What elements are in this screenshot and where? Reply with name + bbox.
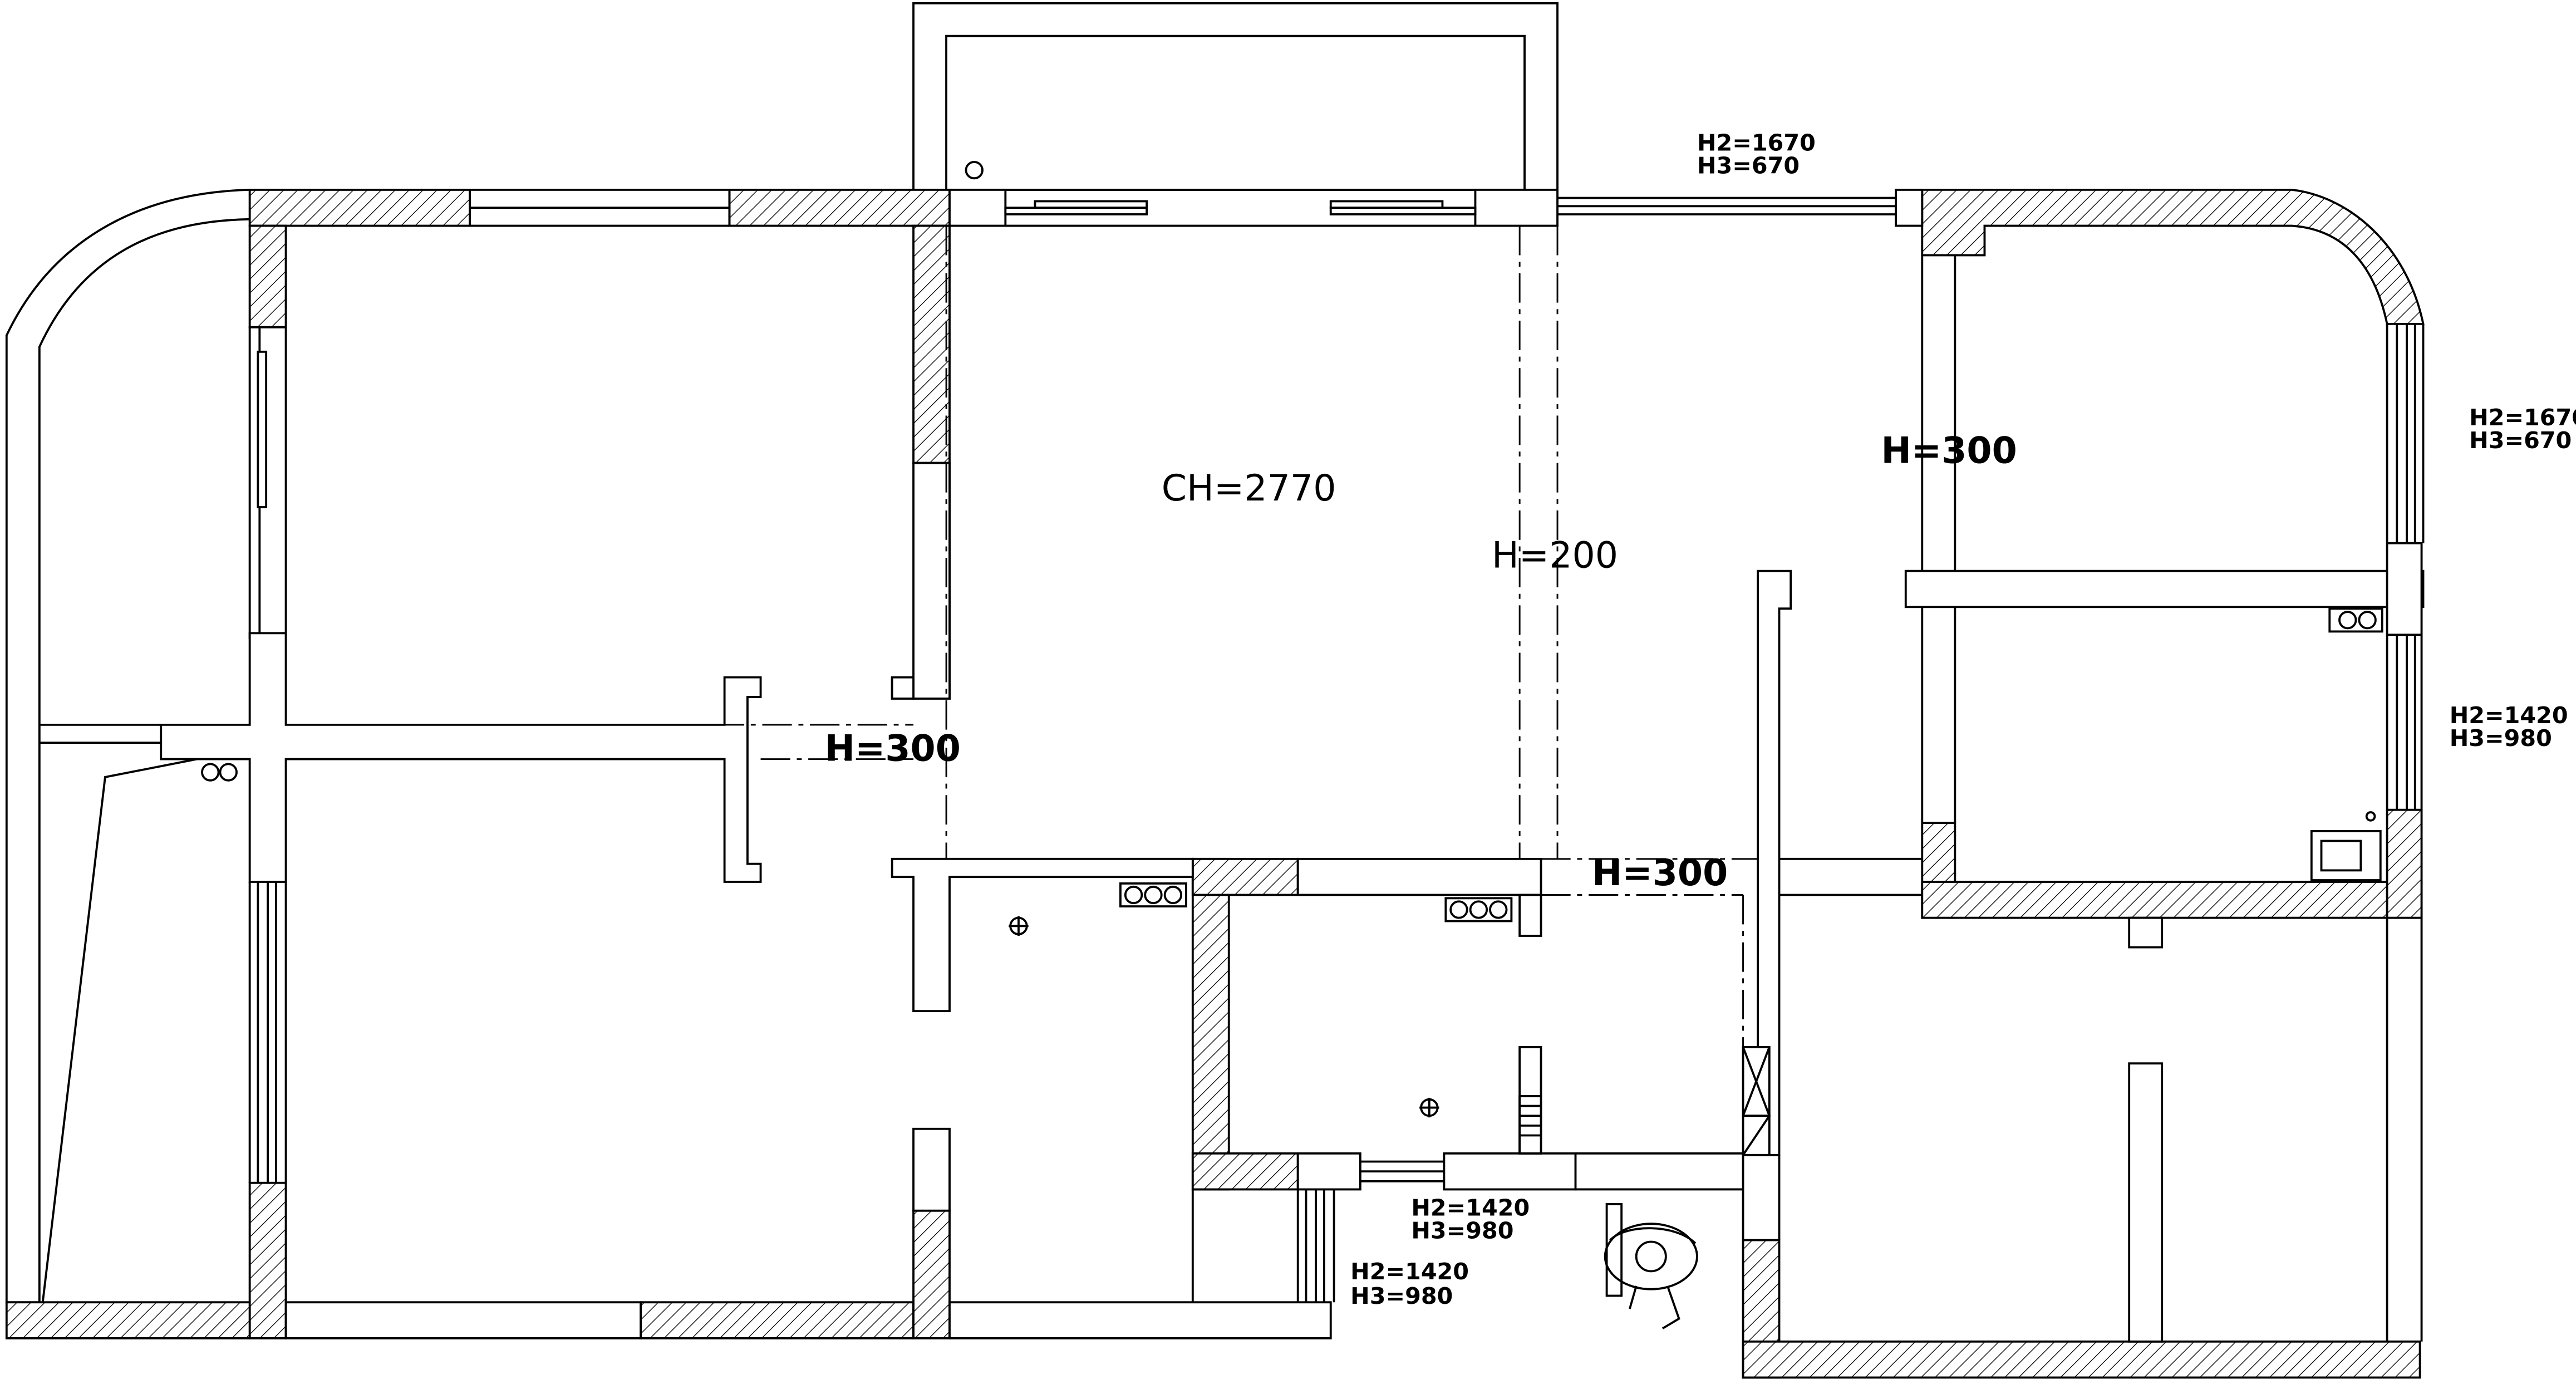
stair-step-icon [1520,1105,1541,1137]
beam-height-label-kitchen: H=300 [1592,852,1728,894]
partition-walls [160,188,2425,1343]
floor-drain-icon [1419,1097,1439,1118]
window-spec-right-upper-h3: H3=670 [2469,427,2572,454]
window-spec-bottom-h2: H2=1420 [1350,1258,1469,1285]
drain-pair-right [2328,607,2383,633]
labels: CH=2770 H=200 H=300 H=300 H=300 H2=1670 … [825,129,2576,1309]
drain-icon [201,763,220,782]
floor-drain-icon [1009,916,1029,936]
window-spec-kitchen-h3: H3=980 [1411,1218,1513,1244]
beam-height-label-upper-right: H=300 [1881,430,2017,472]
sink-icon [2310,811,2382,881]
top-balcony [912,2,1559,191]
window-spec-top-h2: H2=1670 [1697,129,1816,156]
window-spec-bottom-h3: H3=980 [1350,1283,1453,1309]
beam-height-label-center: H=200 [1492,535,1618,577]
drain-icon [219,763,238,782]
window-spec-top-h3: H3=670 [1697,153,1800,179]
beam-height-label-left: H=300 [825,728,961,770]
window-spec-right-lower-h3: H3=980 [2450,725,2552,752]
window-spec-right-upper-h2: H2=1670 [2469,404,2576,431]
drain-icon [965,161,984,180]
gas-stove-kitchen [1444,897,1513,922]
beam-lines [286,225,1758,1047]
gas-stove-left [1119,882,1187,907]
window-spec-kitchen-h2: H2=1420 [1411,1195,1530,1221]
load-bearing-walls [5,188,2425,1379]
window-spec-right-lower-h2: H2=1420 [2450,702,2568,729]
ceiling-height-label: CH=2770 [1162,468,1336,509]
person-icon [1604,1203,1698,1329]
